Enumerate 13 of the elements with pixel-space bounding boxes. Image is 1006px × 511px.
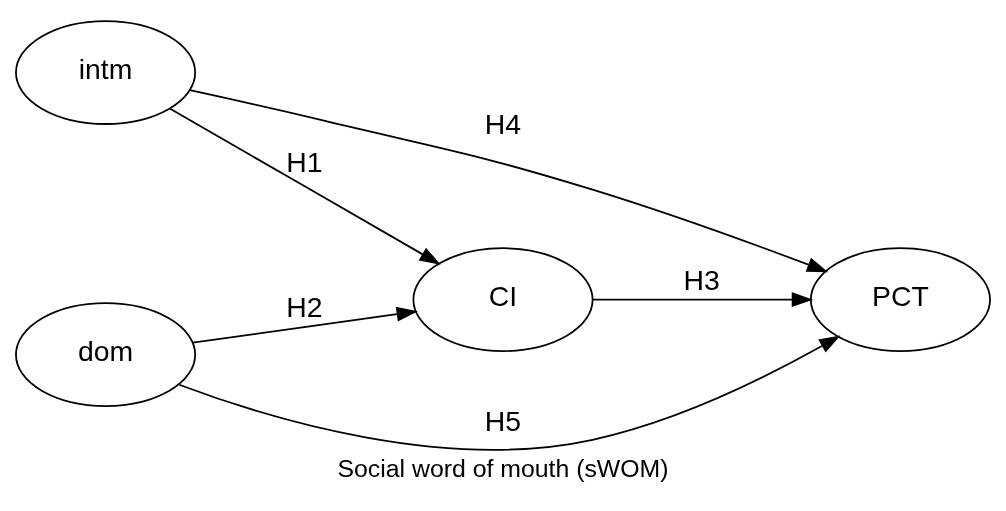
edge-label: H1 [286,145,323,178]
node-ellipse: dom [15,301,197,407]
node-ellipse: intm [15,19,197,125]
caption: Social word of mouth (sWOM) [337,454,669,482]
arrow [178,335,841,451]
edge-label: H3 [683,263,720,296]
arrow [168,107,441,265]
arrow [591,291,813,307]
arrow [189,88,829,272]
arrow [191,306,418,344]
edge-label: H5 [484,404,522,437]
edge-label: H4 [484,107,522,140]
edge-label: H2 [286,290,323,323]
